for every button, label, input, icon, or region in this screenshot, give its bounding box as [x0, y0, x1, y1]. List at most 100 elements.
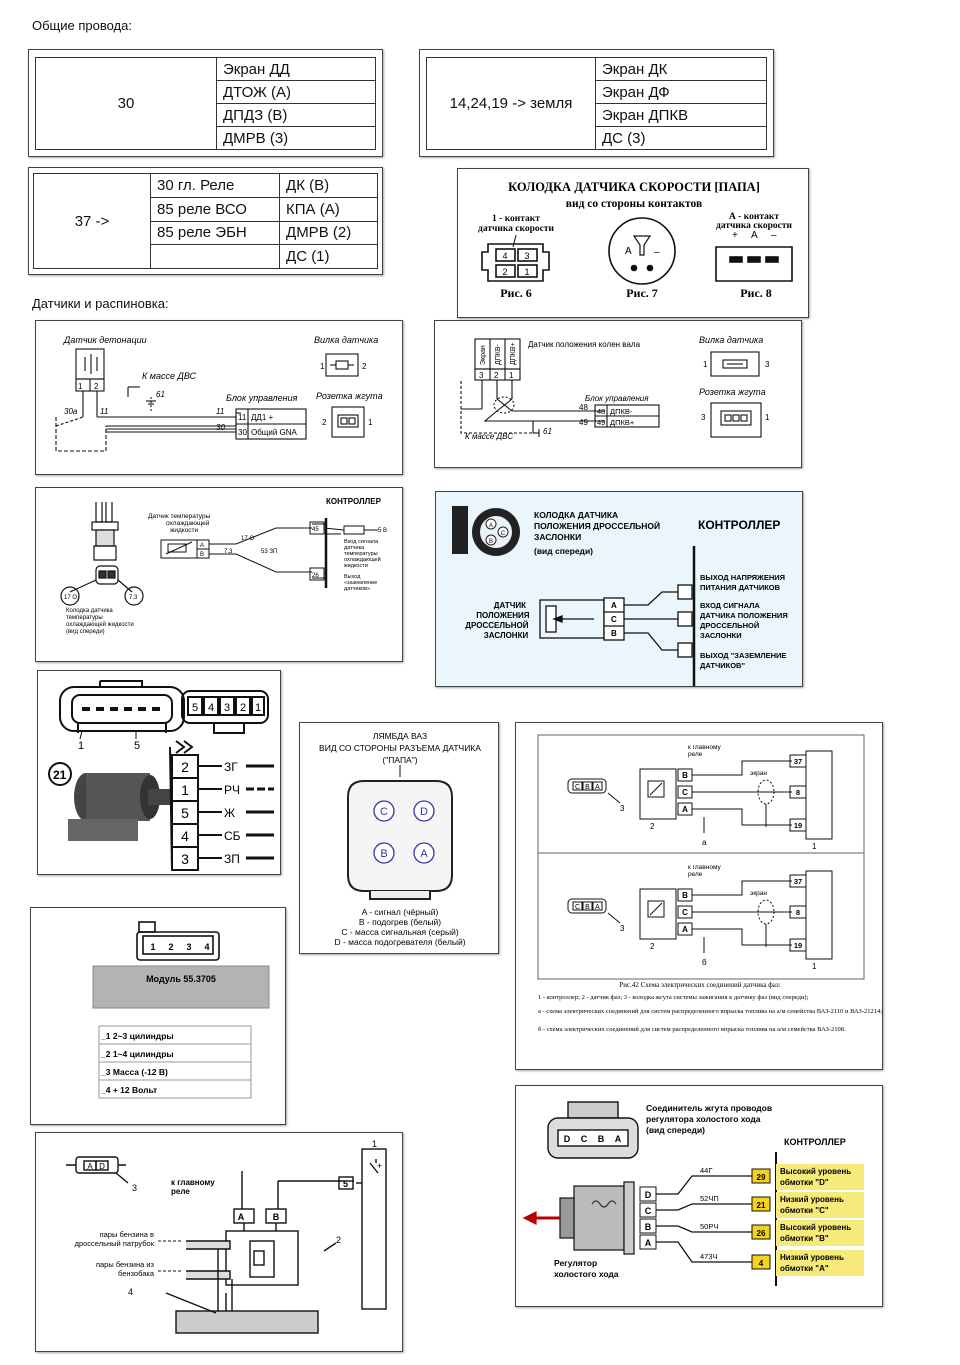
phase-leader	[607, 792, 621, 804]
throttle-pin: A	[611, 601, 617, 610]
knock-sensor-panel: Датчик детонации 1	[35, 320, 403, 475]
canister-plus: +	[377, 1161, 382, 1171]
coolant-caption: Колодка датчика температуры охлаждающей …	[66, 608, 135, 635]
relay-cell: 85 реле ЭБН	[149, 220, 281, 246]
throttle-pin: C	[611, 615, 617, 624]
wire-cell: ДМРВ (2)	[279, 220, 378, 246]
canister-valve-panel: A D 3 к главному реле A B	[35, 1132, 403, 1352]
coolant-sensor-symbol	[160, 518, 378, 588]
coolant-wire-label: 17 О	[64, 595, 77, 601]
phase-relay-label: к главному	[688, 864, 721, 871]
module-connector	[136, 921, 220, 961]
lambda-title3: ("ПАПА")	[382, 755, 417, 765]
crank-pin: 3	[479, 371, 484, 380]
knock-pin: 2	[94, 382, 99, 391]
phase-screen-label: экран	[750, 890, 767, 897]
wire-cell: ДМРВ (3)	[216, 126, 376, 150]
canister-vapor-label: пары бензина из	[96, 1260, 155, 1269]
phase-wire	[692, 928, 792, 946]
canister-pin: B	[273, 1212, 280, 1222]
knock-sensor-label: Датчик детонации	[63, 335, 147, 345]
crank-sensor-label: Датчик положения колен вала	[528, 340, 641, 349]
wire-cell: Экран ДК	[595, 57, 767, 81]
canister-pin: A	[238, 1212, 245, 1222]
phase-pin: B	[682, 891, 688, 900]
phase-controller	[805, 870, 833, 960]
throttle-connector-icon	[452, 506, 520, 556]
crank-plug-pin: 1	[703, 360, 708, 369]
fig6-pin: 4	[502, 251, 507, 261]
wire-cell: Экран ДД	[216, 57, 376, 81]
phase-sensor-body	[639, 768, 677, 820]
common-wires-heading: Общие провода:	[32, 18, 132, 33]
fig6-connector	[481, 234, 550, 282]
phase-ctrl-pin: 19	[794, 941, 802, 950]
lambda-legend: D - масса подогревателя (белый)	[334, 937, 465, 947]
iac-pin: B	[645, 1222, 652, 1232]
iac-wire	[656, 1203, 752, 1211]
iac-pin: D	[645, 1190, 652, 1200]
crank-wire: 48	[579, 403, 588, 412]
fig7-pin: A	[625, 246, 632, 257]
iac-conn-pin: D	[564, 1134, 571, 1144]
knock-block-label: Блок управления	[226, 393, 298, 403]
canister-connector	[66, 1156, 129, 1184]
iac-wire-label: 52ЧП	[700, 1194, 719, 1203]
iac-output-label: Низкий уровень	[780, 1195, 844, 1204]
iac-output-bg	[776, 1164, 864, 1190]
crank-socket-pin: 3	[701, 413, 706, 422]
phase-conn-slot	[592, 781, 603, 791]
phase-callout: 2	[650, 942, 655, 951]
phase-callout: 2	[650, 822, 655, 831]
crank-row-label: ДПКВ+	[610, 418, 635, 427]
crank-plug-pin: 3	[765, 360, 770, 369]
phase-conn-pin: B	[585, 904, 590, 911]
lambda-connector	[347, 780, 453, 900]
knock-wire: 61	[156, 390, 165, 399]
phase-sensor-line	[649, 902, 663, 916]
iac-wire	[656, 1175, 752, 1195]
phase-pin: C	[682, 788, 688, 797]
module-row: _3 Масса (-12 В)	[100, 1067, 168, 1077]
wire-cell: КПА (А)	[279, 196, 378, 222]
knock-wire-30: 30	[216, 423, 225, 432]
maf-connector-drawing	[59, 680, 185, 740]
relay-cell: 30 гл. Реле	[149, 173, 281, 198]
module-pin: 4	[204, 942, 209, 952]
crank-row-num: 49	[597, 418, 605, 427]
phase-conn-slot	[572, 901, 583, 911]
crank-pin: 2	[494, 371, 499, 380]
crank-pin: 1	[509, 371, 514, 380]
canister-conn-pin: D	[99, 1162, 105, 1171]
iac-connector	[547, 1101, 639, 1159]
phase-callout: 1	[812, 962, 817, 971]
maf-row-number: 3	[181, 851, 189, 867]
coolant-5v: 5 В	[378, 528, 387, 534]
coolant-input-label: Вход сигнала датчика температуры охлажда…	[344, 539, 382, 569]
maf-arrow-icon	[175, 740, 194, 754]
iac-ctrl-pin-box	[751, 1254, 771, 1270]
knock-row-label: Общий GNA	[251, 428, 298, 437]
knock-plug-pin: 1	[320, 362, 325, 371]
throttle-sensor-label: ДАТЧИК ПОЛОЖЕНИЯ ДРОССЕЛЬНОЙ ЗАСЛОНКИ	[465, 601, 531, 640]
phase-pin: A	[682, 925, 688, 934]
throttle-out1: ВЫХОД НАПРЯЖЕНИЯ ПИТАНИЯ ДАТЧИКОВ	[700, 573, 787, 592]
lambda-title: ЛЯМБДА ВАЗ	[373, 731, 427, 741]
fig8-connector	[715, 246, 793, 282]
phase-callout: 3	[620, 924, 625, 933]
wire-cell: ДТОЖ (А)	[216, 80, 376, 104]
iac-ctrl-pin: 4	[759, 1259, 764, 1268]
phase-connector	[567, 898, 607, 914]
wire-cell: Экран ДФ	[595, 80, 767, 104]
maf-row-color: ЗГ	[224, 760, 238, 774]
fig7-pin: +	[646, 263, 652, 274]
phase-ctrl-pin: 8	[796, 788, 800, 797]
wire-cell: ДК (В)	[279, 173, 378, 198]
crank-plug-icon	[710, 351, 760, 377]
throttle-view: (вид спереди)	[534, 546, 593, 556]
maf-row-number: 1	[181, 782, 189, 798]
iac-title2: регулятора холостого хода	[646, 1114, 761, 1124]
